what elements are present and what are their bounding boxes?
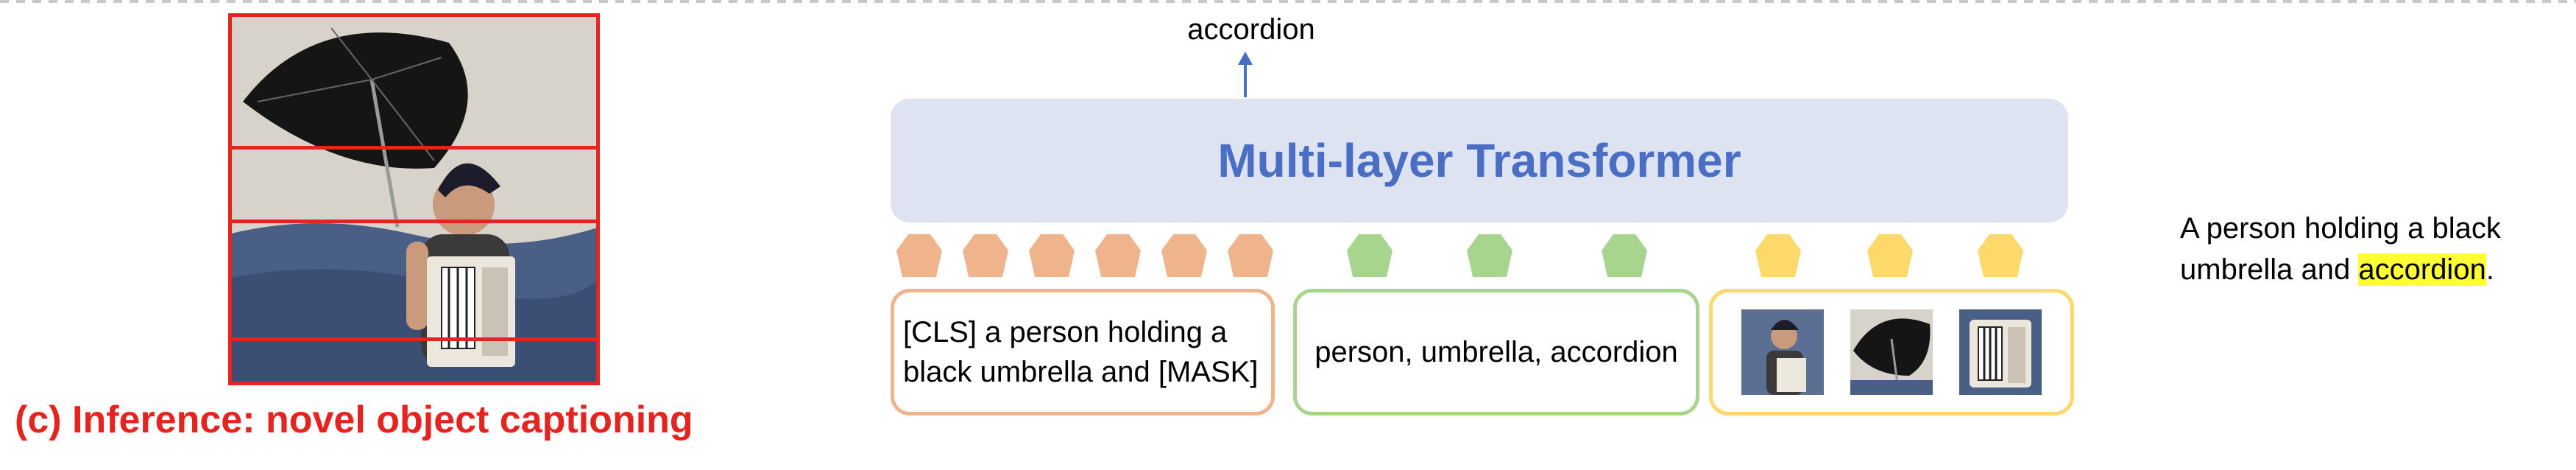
up-arrow-icon [1238,52,1253,97]
token-row [0,234,2576,281]
object-tags-text: person, umbrella, accordion [1314,335,1678,368]
person-region-thumbnail [1741,309,1824,395]
multi-layer-transformer-block: Multi-layer Transformer [891,99,2068,222]
text-token-icon [1029,234,1075,277]
generated-caption: A person holding a black umbrella and ac… [2180,208,2563,290]
text-token-icon [1228,234,1273,277]
umbrella-region-thumbnail [1850,309,1933,395]
text-token-icon [963,234,1008,277]
input-photo [228,13,600,385]
text-token-icon [896,234,942,277]
caption-prefix: A person holding a black umbrella and [2180,212,2501,286]
transformer-label: Multi-layer Transformer [1217,134,1741,187]
text-input-box: [CLS] a person holding a black umbrella … [891,289,1275,415]
image-token-icon [1867,234,1913,277]
text-token-icon [1161,234,1207,277]
caption-suffix: . [2485,253,2494,286]
image-token-icon [1755,234,1801,277]
text-input-sequence: [CLS] a person holding a black umbrella … [903,316,1259,388]
accordion-region-thumbnail [1959,309,2042,395]
top-dashed-divider [0,0,2576,3]
tag-token-icon [1347,234,1393,277]
figure-caption: (c) Inference: novel object captioning [15,399,693,441]
photo-illustration [228,13,600,385]
predicted-word: accordion [1187,13,1315,46]
tag-token-icon [1467,234,1512,277]
text-token-icon [1095,234,1141,277]
tag-token-icon [1602,234,1647,277]
accordion-region-box [228,220,600,385]
novel-object-highlight: accordion [2358,253,2486,286]
object-tags-box: person, umbrella, accordion [1293,289,1699,415]
image-token-icon [1978,234,2023,277]
region-features-box [1709,289,2074,415]
